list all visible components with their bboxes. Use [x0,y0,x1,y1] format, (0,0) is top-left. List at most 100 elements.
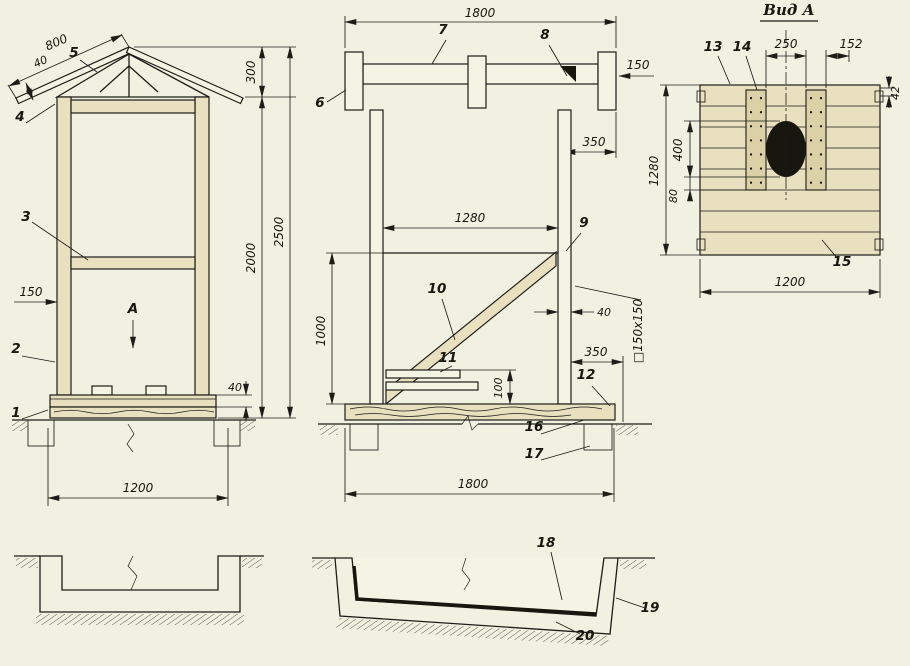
panel-board-seams [700,105,880,233]
callout-20: 20 [576,628,595,644]
callout-19: 19 [641,600,660,616]
dim-250: 250 [775,37,798,51]
callout-16: 16 [525,419,544,435]
soil-hatch [616,425,638,435]
beam-mid-block [467,55,487,109]
dim-2000: 2000 [244,242,258,273]
panel-left-dims [660,84,780,256]
callout-5: 5 [69,45,78,61]
side-350-bottom-dim [570,356,624,422]
callout-4: 4 [14,109,24,125]
front-right-post [194,96,210,396]
callout-9: 9 [579,215,588,231]
callout-2: 2 [11,341,20,357]
dim-150: 150 [20,285,43,299]
break-mark [126,423,135,453]
panel-corner-notches [696,90,884,251]
side-right-post [557,109,572,405]
dim-350-bottom: 350 [585,345,608,359]
soil-hatch [620,560,646,569]
panel-top-dims [765,50,850,88]
pit-wall-lining [39,555,241,613]
side-ground-lines [318,415,652,431]
callout-6: 6 [315,95,324,111]
front-height-dims [134,46,296,419]
foundation-block [349,423,379,451]
dim-150: 150 [627,58,650,72]
soil-hatch [12,421,28,431]
front-top-rail [70,99,196,114]
pit-callout-leaders [550,551,646,635]
panel-42-dim [880,76,894,108]
panel-view: Вид А [647,1,902,298]
beam-end-block-right [597,51,617,111]
dim-400: 400 [671,138,685,161]
side-floor [344,403,616,421]
break-mark [127,555,138,591]
dim-1280: 1280 [455,211,486,225]
dim-40-floor: 40 [228,381,242,394]
soil-hatch [336,618,610,646]
break-mark [461,557,471,591]
front-floor-dim [216,381,252,421]
front-pit-section [14,555,264,625]
callout-8: 8 [540,27,549,43]
wood-grain [53,409,215,415]
panel-view-title: Вид А [762,1,814,19]
side-view: 1800 150 350 1280 [314,6,654,502]
front-width-dim [47,428,229,506]
dim-152: 152 [840,37,863,51]
dim-1000: 1000 [314,315,328,346]
foundation-block [27,419,55,447]
soil-hatch [320,425,338,435]
wood-grain [349,406,603,412]
batten-nails [749,96,823,188]
seat-hole [766,121,806,177]
side-100-dim [460,369,516,405]
foundation-block [583,423,613,451]
batten-left [745,89,767,191]
callout-17: 17 [525,446,544,462]
diagonal-brace [385,250,557,406]
wood-grain [354,413,572,417]
front-floor [49,394,217,408]
dim-1200-panel: 1200 [775,275,806,289]
dim-1800-bottom: 1800 [458,477,489,491]
beam-end-block-left [344,51,364,111]
front-left-post [56,96,72,396]
soil-hatch [16,558,38,568]
front-roof-dims [7,33,130,101]
step-lower [385,381,479,391]
front-mid-rail [70,256,196,270]
side-callout-leaders [326,39,611,461]
dim-1800-top: 1800 [465,6,496,20]
dim-300: 300 [244,60,258,83]
dim-100: 100 [492,378,505,399]
panel-bottom-dim [699,259,881,298]
dim-1280-panel: 1280 [647,155,661,186]
dim-1200: 1200 [123,481,154,495]
callout-18: 18 [537,535,556,551]
callout-14: 14 [733,39,752,55]
callout-13: 13 [704,39,723,55]
floor-block [145,385,167,396]
floor-block [91,385,113,396]
dim-350-top: 350 [583,135,606,149]
callout-15: 15 [833,254,852,270]
callout-7: 7 [438,22,448,38]
dim-42: 42 [889,86,902,100]
callout-11: 11 [439,350,458,366]
dim-40: 40 [597,306,611,319]
batten-right [805,89,827,191]
soil-hatch [242,558,262,568]
soil-hatch [312,560,332,569]
side-1000-dim [326,252,383,405]
side-left-post [369,109,384,405]
side-top-dim [344,16,617,48]
front-callout-leaders [21,59,98,420]
callout-3: 3 [21,209,30,225]
dim-40-roof: 40 [32,53,50,71]
panel-callout-leaders [717,55,839,260]
